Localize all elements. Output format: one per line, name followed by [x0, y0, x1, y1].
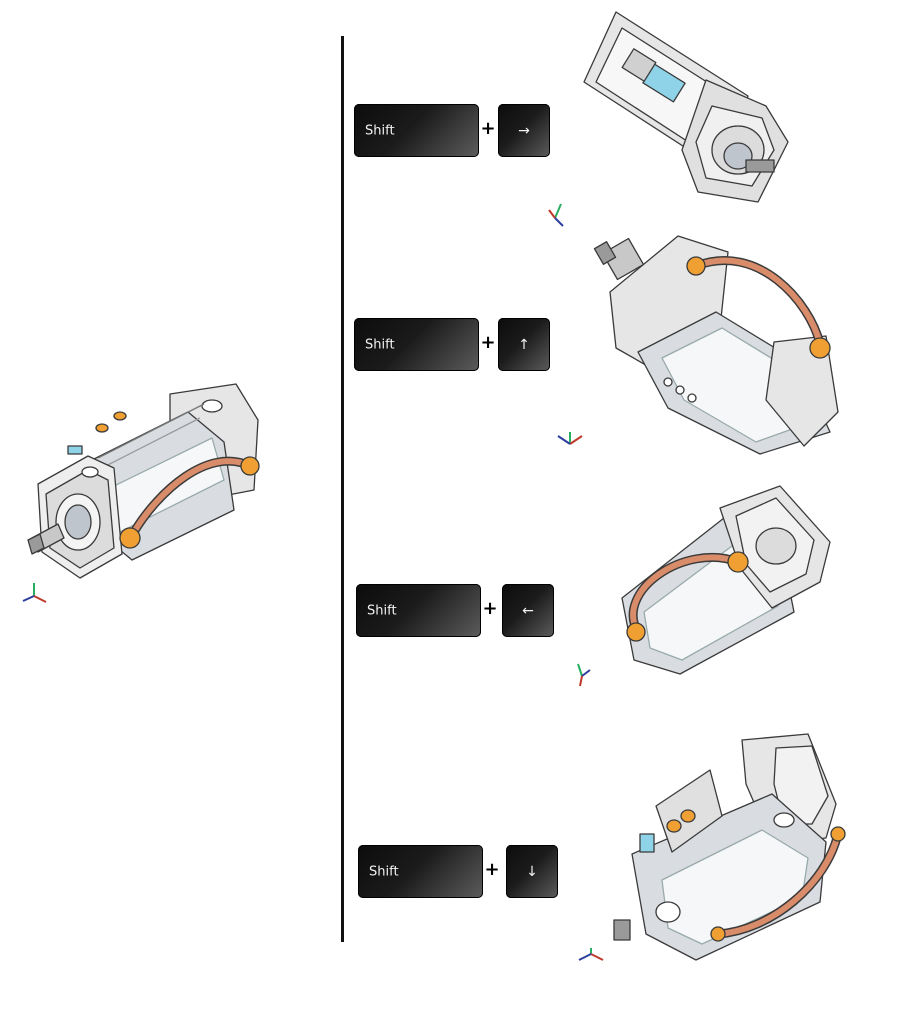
shift-key: Shift — [354, 318, 479, 371]
triad-axis-icon — [578, 948, 604, 961]
arrow-left-icon: ← — [522, 602, 534, 619]
triad-axis-icon — [548, 203, 564, 227]
cylinder-model-icon — [27, 383, 260, 579]
plus-sign: + — [484, 859, 500, 880]
shift-key: Shift — [358, 845, 483, 898]
cylinder-model-icon — [593, 235, 839, 455]
arrow-left-key: ← — [502, 584, 554, 637]
shift-key: Shift — [356, 584, 481, 637]
cylinder-model-icon — [583, 11, 789, 203]
triad-axis-icon — [557, 432, 583, 445]
cylinder-model-icon — [621, 485, 831, 675]
plus-sign: + — [480, 332, 496, 353]
shift-key: Shift — [354, 104, 479, 157]
triad-axis-icon — [577, 663, 591, 687]
plus-sign: + — [480, 118, 496, 139]
arrow-down-key: ↓ — [506, 845, 558, 898]
arrow-up-icon: ↑ — [518, 336, 530, 353]
cylinder-model-icon — [613, 733, 846, 961]
arrow-right-key: → — [498, 104, 550, 157]
vertical-divider — [341, 36, 344, 942]
plus-sign: + — [482, 598, 498, 619]
triad-axis-icon — [22, 583, 47, 603]
arrow-right-icon: → — [518, 122, 530, 139]
arrow-down-icon: ↓ — [526, 863, 538, 880]
arrow-up-key: ↑ — [498, 318, 550, 371]
